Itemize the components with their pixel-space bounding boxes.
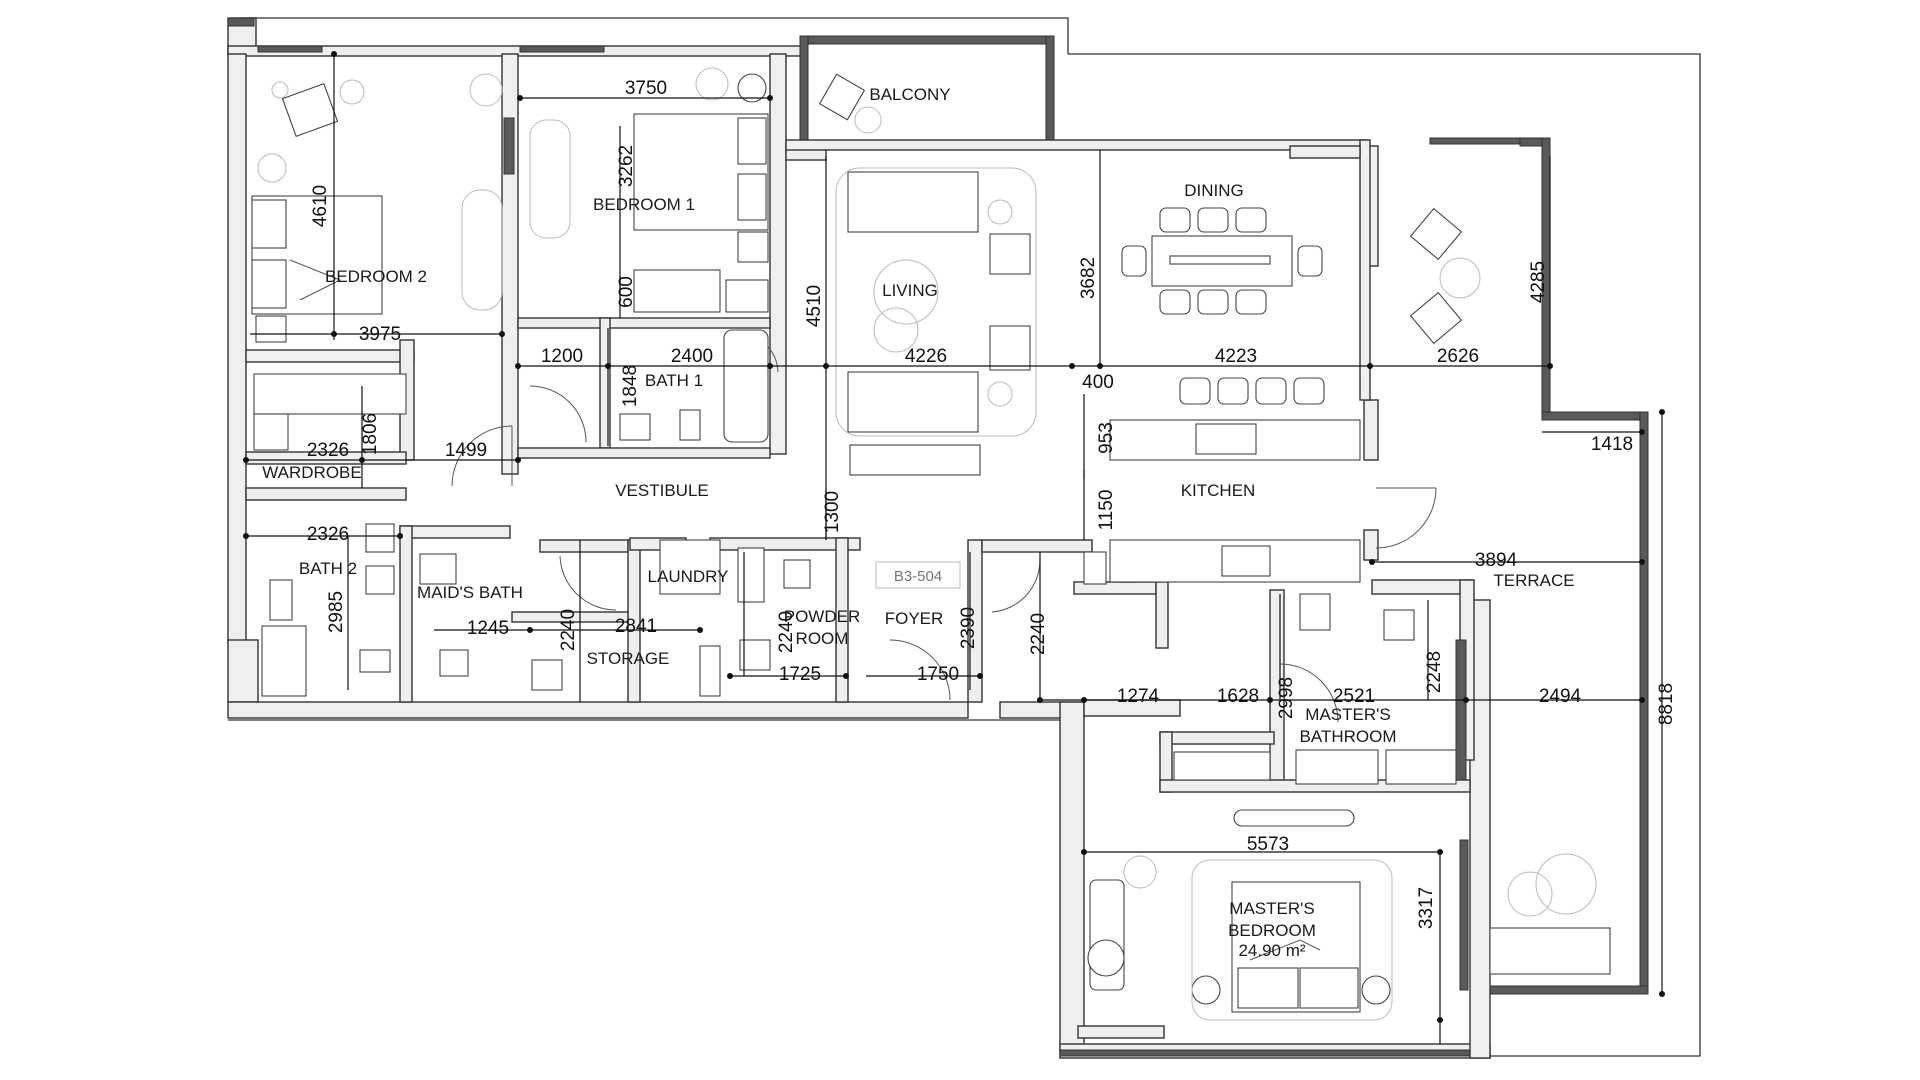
dim-1806: 1806 <box>360 413 381 455</box>
dimension-labels: 3750 3262 4610 3975 600 4510 3682 4285 1… <box>307 78 1677 929</box>
dim-4510: 4510 <box>804 285 825 327</box>
dim-8818: 8818 <box>1656 683 1677 725</box>
dim-600: 600 <box>616 276 637 308</box>
label-masters-bedroom-area: 24.90 m² <box>1238 941 1305 960</box>
dim-4223: 4223 <box>1215 346 1257 367</box>
dim-1245: 1245 <box>467 618 509 639</box>
unit-number: B3-504 <box>894 568 942 585</box>
dim-4610: 4610 <box>310 185 331 227</box>
label-bath-1: BATH 1 <box>645 371 703 390</box>
dim-5573: 5573 <box>1247 834 1289 855</box>
dim-1750: 1750 <box>917 664 959 685</box>
dim-2626: 2626 <box>1437 346 1479 367</box>
label-masters-bedroom-line-2: BEDROOM <box>1228 921 1316 940</box>
dim-2326-upper: 2326 <box>307 440 349 461</box>
label-masters-bathroom-line-1: MASTER'S <box>1305 705 1390 724</box>
dim-4226: 4226 <box>905 346 947 367</box>
dim-3894: 3894 <box>1475 550 1518 571</box>
dimension-lines <box>246 54 1663 1044</box>
dimension-dots <box>243 51 1665 1023</box>
label-laundry: LAUNDRY <box>648 567 729 586</box>
dim-2240-c: 2240 <box>1028 613 1049 655</box>
label-maids-bath: MAID'S BATH <box>417 583 523 602</box>
dim-2326-lower: 2326 <box>307 524 349 545</box>
dim-3682: 3682 <box>1078 257 1099 299</box>
label-powder-room-line-2: ROOM <box>796 629 849 648</box>
dim-2985: 2985 <box>326 591 347 633</box>
label-living: LIVING <box>882 281 938 300</box>
dim-1300: 1300 <box>822 491 843 533</box>
dim-1499: 1499 <box>445 440 487 461</box>
dim-953: 953 <box>1096 422 1117 454</box>
dim-1848: 1848 <box>620 365 641 407</box>
dim-3750: 3750 <box>625 78 667 99</box>
dim-2390: 2390 <box>958 607 979 649</box>
dim-3975: 3975 <box>359 324 401 345</box>
label-terrace: TERRACE <box>1493 571 1574 590</box>
label-masters-bathroom-line-2: BATHROOM <box>1300 727 1397 746</box>
label-foyer: FOYER <box>885 609 944 628</box>
label-storage: STORAGE <box>587 649 670 668</box>
interior-walls <box>245 53 1475 793</box>
label-vestibule: VESTIBULE <box>615 481 709 500</box>
label-bedroom-2: BEDROOM 2 <box>325 267 427 286</box>
label-bedroom-1: BEDROOM 1 <box>593 195 695 214</box>
room-labels: BEDROOM 2 BEDROOM 1 BALCONY LIVING DININ… <box>262 85 1574 960</box>
dim-1150: 1150 <box>1096 490 1117 531</box>
dim-2494: 2494 <box>1539 686 1582 707</box>
unit-badge-frame <box>875 561 961 589</box>
dim-2998: 2998 <box>1276 677 1297 719</box>
dim-1200: 1200 <box>541 346 583 367</box>
dim-1274: 1274 <box>1117 686 1160 707</box>
label-masters-bedroom-line-1: MASTER'S <box>1229 899 1314 918</box>
doors <box>451 331 1437 723</box>
label-powder-room-line-1: POWDER <box>784 607 861 626</box>
dim-4285: 4285 <box>1528 261 1549 303</box>
dim-1418: 1418 <box>1591 434 1633 455</box>
label-dining: DINING <box>1184 181 1244 200</box>
label-bath-2: BATH 2 <box>299 559 357 578</box>
label-wardrobe: WARDROBE <box>262 463 362 482</box>
dim-2521: 2521 <box>1333 686 1375 707</box>
label-balcony: BALCONY <box>869 85 950 104</box>
label-kitchen: KITCHEN <box>1181 481 1256 500</box>
dim-2400: 2400 <box>671 346 713 367</box>
dim-1725: 1725 <box>779 664 821 685</box>
dim-3262: 3262 <box>616 145 637 187</box>
dim-2248: 2248 <box>1424 651 1445 693</box>
dim-400: 400 <box>1082 372 1114 393</box>
windows <box>257 45 1467 1039</box>
dim-1628: 1628 <box>1217 686 1259 707</box>
furniture <box>251 67 1611 1021</box>
dim-3317: 3317 <box>1416 887 1437 929</box>
dim-2240-a: 2240 <box>558 609 579 651</box>
dim-2841: 2841 <box>615 616 657 637</box>
dim-2240-b: 2240 <box>776 611 797 653</box>
